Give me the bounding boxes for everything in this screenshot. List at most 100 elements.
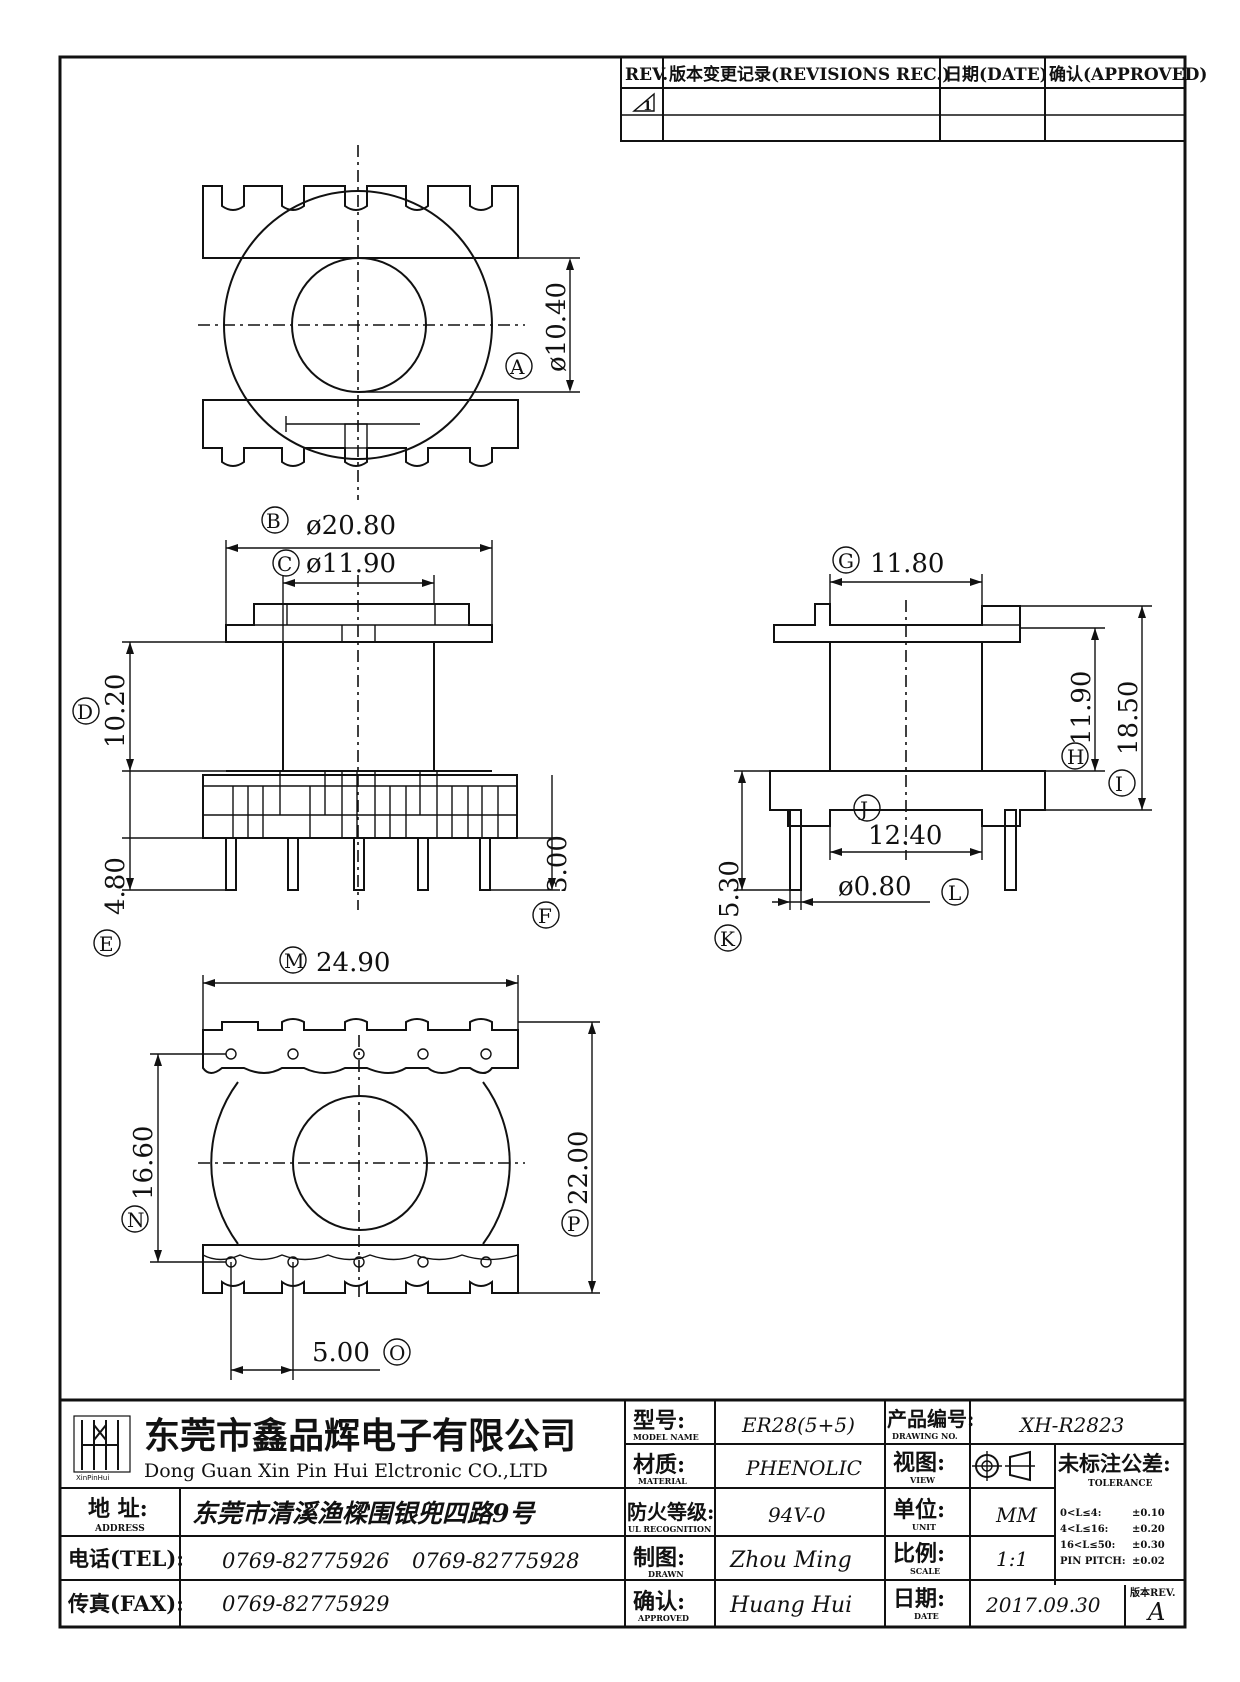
- revision-triangle-symbol: 1: [632, 92, 655, 114]
- svg-text:ø11.90: ø11.90: [306, 549, 396, 579]
- svg-text:18.50: 18.50: [1114, 681, 1144, 755]
- svg-text:12.40: 12.40: [868, 821, 942, 851]
- approved-value: Huang Hui: [729, 1593, 852, 1618]
- dimension-J: J 12.40: [853, 794, 942, 851]
- svg-text:ø0.80: ø0.80: [838, 872, 912, 902]
- svg-text:5.00: 5.00: [312, 1338, 370, 1368]
- svg-text:C: C: [277, 552, 292, 576]
- revision-approved-header: 确认(APPROVED): [1049, 64, 1207, 85]
- company-name-en: Dong Guan Xin Pin Hui Elctronic CO.,LTD: [144, 1460, 548, 1482]
- tel-label: 电话(TEL):: [68, 1546, 184, 1571]
- revision-record-header: 版本变更记录(REVISIONS REC.): [669, 64, 950, 85]
- svg-text:F: F: [538, 904, 552, 928]
- model-label: 型号:: [633, 1408, 685, 1434]
- svg-text:24.90: 24.90: [316, 948, 390, 978]
- dimension-H: H 11.90: [1061, 671, 1097, 770]
- company-name-cn: 东莞市鑫品辉电子有限公司: [144, 1415, 576, 1457]
- svg-text:K: K: [720, 927, 736, 951]
- svg-text:±0.02: ±0.02: [1132, 1556, 1165, 1567]
- svg-text:G: G: [838, 549, 854, 573]
- address-label-en: ADDRESS: [94, 1524, 145, 1534]
- view-label-en: VIEW: [909, 1475, 936, 1485]
- svg-text:22.00: 22.00: [564, 1131, 594, 1205]
- fax-value: 0769-82775929: [222, 1592, 389, 1616]
- tolerance-title-en: TOLERANCE: [1088, 1479, 1153, 1489]
- date-value: 2017.09.30: [985, 1593, 1101, 1617]
- drawing-no-label-en: DRAWING NO.: [892, 1431, 958, 1441]
- svg-text:O: O: [389, 1341, 405, 1365]
- svg-text:A: A: [509, 355, 525, 379]
- unit-value: MM: [995, 1503, 1037, 1527]
- rev-label: 版本REV.: [1130, 1586, 1175, 1599]
- svg-text:PIN PITCH:: PIN PITCH:: [1060, 1556, 1126, 1567]
- svg-text:3.00: 3.00: [543, 835, 573, 893]
- title-block: [58, 1398, 1187, 1629]
- ul-value: 94V-0: [768, 1503, 826, 1527]
- tel-value-1: 0769-82775926: [222, 1549, 389, 1573]
- dimension-K: K 5.30: [714, 860, 745, 952]
- svg-text:ø10.40: ø10.40: [542, 282, 572, 372]
- scale-label-en: SCALE: [910, 1566, 940, 1576]
- scale-value: 1:1: [996, 1547, 1028, 1571]
- drawn-label: 制图:: [633, 1545, 685, 1571]
- revision-table: REV. 版本变更记录(REVISIONS REC.) 日期(DATE) 确认(…: [620, 56, 1207, 142]
- svg-text:4<L≤16:: 4<L≤16:: [1060, 1524, 1108, 1535]
- svg-text:11.90: 11.90: [1067, 671, 1097, 745]
- model-value: ER28(5+5): [741, 1413, 855, 1437]
- svg-text:16.60: 16.60: [129, 1126, 159, 1200]
- address-value: 东莞市清溪渔樑围银兜四路9号: [192, 1499, 536, 1528]
- model-label-en: MODEL NAME: [633, 1432, 699, 1442]
- fax-label: 传真(FAX):: [67, 1591, 184, 1616]
- top-view: [198, 145, 580, 500]
- dimension-C: C ø11.90: [272, 549, 396, 579]
- svg-text:10.20: 10.20: [101, 674, 131, 748]
- svg-text:D: D: [77, 700, 93, 724]
- drawing-no-value: XH-R2823: [1018, 1413, 1124, 1437]
- projection-symbol-icon: [972, 1450, 1035, 1482]
- svg-text:5.30: 5.30: [715, 860, 745, 918]
- scale-label: 比例:: [893, 1541, 945, 1567]
- bottom-view: [150, 975, 600, 1380]
- address-label: 地 址:: [88, 1496, 148, 1522]
- unit-label-en: UNIT: [912, 1522, 936, 1532]
- svg-text:16<L≤50:: 16<L≤50:: [1060, 1540, 1115, 1551]
- tolerance-table: 0<L≤4: ±0.10 4<L≤16: ±0.20 16<L≤50: ±0.3…: [1060, 1508, 1165, 1567]
- rev-header: REV.: [625, 65, 668, 85]
- dimension-I: I 18.50: [1108, 681, 1144, 797]
- svg-text:I: I: [1115, 772, 1123, 796]
- svg-text:J: J: [858, 797, 868, 821]
- rev-value: A: [1146, 1598, 1165, 1626]
- dimension-N: N 16.60: [121, 1126, 159, 1233]
- tel-value-2: 0769-82775928: [412, 1549, 579, 1573]
- approved-label-en: APPROVED: [637, 1613, 689, 1623]
- svg-text:XinPinHui: XinPinHui: [76, 1474, 109, 1482]
- svg-text:±0.30: ±0.30: [1132, 1540, 1165, 1551]
- svg-text:E: E: [99, 932, 114, 956]
- drawn-label-en: DRAWN: [648, 1569, 684, 1579]
- svg-text:B: B: [266, 509, 281, 533]
- svg-text:ø20.80: ø20.80: [306, 511, 396, 541]
- view-label: 视图:: [893, 1450, 945, 1476]
- date-label-en: DATE: [914, 1611, 939, 1621]
- svg-text:H: H: [1067, 745, 1084, 769]
- dimension-M: M 24.90: [279, 946, 390, 978]
- date-label: 日期:: [893, 1586, 945, 1612]
- svg-text:1: 1: [643, 99, 652, 114]
- tolerance-title: 未标注公差:: [1058, 1451, 1171, 1476]
- svg-text:4.80: 4.80: [101, 857, 131, 915]
- svg-text:P: P: [567, 1212, 580, 1236]
- dimension-F: F 3.00: [532, 835, 573, 929]
- ul-label-en: UL RECOGNITION: [628, 1524, 711, 1534]
- material-label: 材质:: [633, 1452, 685, 1478]
- svg-text:±0.20: ±0.20: [1132, 1524, 1165, 1535]
- revision-date-header: 日期(DATE): [945, 65, 1048, 85]
- svg-text:N: N: [127, 1208, 145, 1232]
- drawn-value: Zhou Ming: [729, 1548, 852, 1573]
- approved-label: 确认:: [633, 1589, 685, 1615]
- svg-text:L: L: [948, 881, 961, 905]
- company-logo: XinPinHui: [73, 1415, 131, 1482]
- drawing-no-label: 产品编号:: [887, 1407, 974, 1431]
- svg-text:M: M: [284, 949, 304, 973]
- dimension-O: 5.00 O: [312, 1338, 411, 1368]
